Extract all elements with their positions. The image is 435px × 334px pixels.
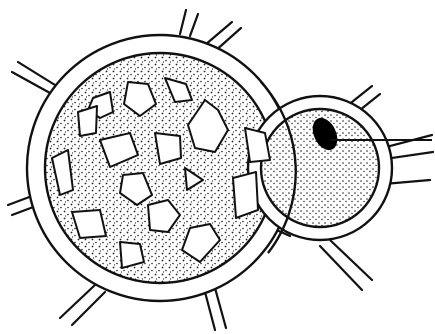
crystal (78, 106, 97, 136)
crystal (233, 172, 258, 218)
crystal (155, 133, 181, 164)
small-cell (248, 96, 432, 240)
